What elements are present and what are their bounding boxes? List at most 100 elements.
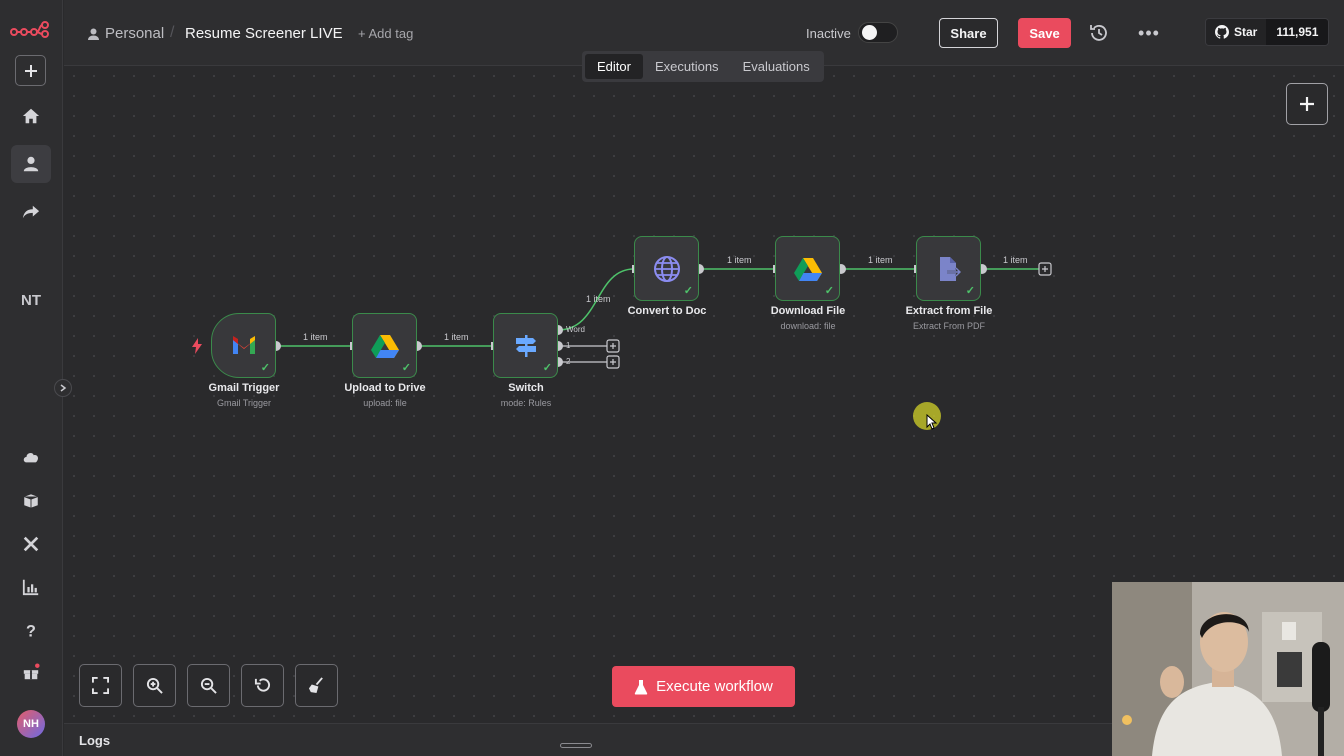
more-options-icon[interactable]: ••• <box>1138 22 1160 43</box>
gift-icon <box>23 663 40 680</box>
edge-label: 1 item <box>444 332 469 342</box>
edge-label: 1 item <box>303 332 328 342</box>
file-export-icon <box>939 256 962 281</box>
node-convert-to-doc[interactable]: ✓ <box>634 236 699 301</box>
switch-output-label: 1 <box>566 341 571 350</box>
nav-personal[interactable] <box>11 145 51 183</box>
tab-editor[interactable]: Editor <box>585 54 643 79</box>
tab-evaluations[interactable]: Evaluations <box>742 59 810 74</box>
nav-variables[interactable] <box>11 525 51 563</box>
save-button[interactable]: Save <box>1018 18 1071 48</box>
node-subtitle: Extract From PDF <box>912 321 985 331</box>
signpost-icon <box>515 334 536 357</box>
node-title: Gmail Trigger <box>208 382 280 394</box>
nav-templates[interactable] <box>11 482 51 520</box>
node-title: Upload to Drive <box>344 382 426 394</box>
trigger-bolt-icon <box>192 338 202 354</box>
execute-workflow-label: Execute workflow <box>656 678 773 695</box>
success-check-icon: ✓ <box>965 285 975 297</box>
github-star-label: Star <box>1234 25 1258 39</box>
broom-icon <box>308 677 323 694</box>
history-icon[interactable] <box>1088 22 1110 44</box>
success-check-icon: ✓ <box>401 362 411 374</box>
add-node-button[interactable] <box>1286 83 1328 125</box>
chart-icon <box>22 579 39 596</box>
webcam-overlay <box>1112 582 1344 756</box>
share-button[interactable]: Share <box>939 18 998 48</box>
zoom-out-icon <box>200 677 217 694</box>
success-check-icon: ✓ <box>260 362 270 374</box>
zoom-out-button[interactable] <box>187 664 230 707</box>
zoom-in-icon <box>146 677 163 694</box>
view-tabs: Editor Executions Evaluations <box>582 51 824 82</box>
fullscreen-icon <box>92 677 109 694</box>
project-name: Personal <box>105 25 165 42</box>
github-star-widget[interactable]: Star 111,951 <box>1205 18 1330 46</box>
node-download-file[interactable]: ✓ <box>775 236 840 301</box>
node-gmail-trigger[interactable]: ✓ <box>211 313 276 378</box>
edge-label: 1 item <box>586 294 611 304</box>
switch-output-label: Word <box>566 325 585 334</box>
node-upload-to-drive[interactable]: ✓ <box>352 313 417 378</box>
node-subtitle: mode: Rules <box>500 398 552 408</box>
breadcrumb-project[interactable]: Personal <box>88 25 164 42</box>
chevron-right-icon <box>60 384 67 392</box>
add-tag-button[interactable]: + Add tag <box>358 26 414 41</box>
edge-label: 1 item <box>868 255 893 265</box>
sidebar: NT ? NH <box>0 0 63 756</box>
avatar[interactable]: NH <box>17 710 45 738</box>
workflow-canvas[interactable] <box>64 66 1344 723</box>
tab-executions[interactable]: Executions <box>654 59 719 74</box>
tidy-up-button[interactable] <box>295 664 338 707</box>
svg-text:?: ? <box>26 622 36 639</box>
node-title: Download File <box>770 305 846 317</box>
edge-label: 1 item <box>1003 255 1028 265</box>
edge-label: 1 item <box>727 255 752 265</box>
flask-icon <box>634 679 648 694</box>
variable-icon <box>23 536 39 552</box>
home-icon <box>22 108 40 124</box>
logs-label: Logs <box>79 733 111 748</box>
box-icon <box>23 493 39 509</box>
success-check-icon: ✓ <box>542 362 552 374</box>
fit-view-button[interactable] <box>79 664 122 707</box>
project-initials[interactable]: NT <box>21 292 41 309</box>
nav-shared[interactable] <box>11 193 51 231</box>
breadcrumb-separator: / <box>170 24 175 41</box>
nav-insights[interactable] <box>11 568 51 606</box>
workflow-name[interactable]: Resume Screener LIVE <box>185 25 343 42</box>
plus-icon <box>1300 97 1314 111</box>
activation-toggle[interactable] <box>858 22 898 43</box>
n8n-logo-icon[interactable] <box>10 20 50 38</box>
node-title: Convert to Doc <box>627 305 707 317</box>
node-subtitle: Gmail Trigger <box>216 398 271 408</box>
nav-help[interactable]: ? <box>11 611 51 649</box>
success-check-icon: ✓ <box>683 285 693 297</box>
globe-icon <box>653 255 680 282</box>
switch-output-label: 2 <box>566 357 571 366</box>
node-extract-from-file[interactable]: ✓ <box>916 236 981 301</box>
cloud-icon <box>23 452 39 463</box>
success-check-icon: ✓ <box>824 285 834 297</box>
zoom-in-button[interactable] <box>133 664 176 707</box>
google-drive-icon <box>370 334 399 358</box>
create-button[interactable] <box>15 55 46 86</box>
activation-status-label: Inactive <box>806 26 851 41</box>
reset-zoom-button[interactable] <box>241 664 284 707</box>
logs-resize-handle[interactable] <box>560 743 592 748</box>
nav-whats-new[interactable] <box>11 653 51 691</box>
nav-cloud[interactable] <box>11 438 51 476</box>
sidebar-expand-button[interactable] <box>54 379 72 397</box>
github-star-count: 111,951 <box>1266 19 1329 45</box>
node-title: Extract from File <box>905 305 993 317</box>
user-icon <box>23 156 39 172</box>
cursor-icon <box>926 414 938 430</box>
plus-icon <box>24 64 37 77</box>
execute-workflow-button[interactable]: Execute workflow <box>612 666 795 707</box>
node-switch[interactable]: ✓ <box>493 313 558 378</box>
nav-overview[interactable] <box>11 97 51 135</box>
github-star-button[interactable]: Star <box>1206 19 1267 45</box>
github-icon <box>1215 25 1229 39</box>
gmail-icon <box>232 335 255 354</box>
help-icon: ? <box>26 622 36 639</box>
